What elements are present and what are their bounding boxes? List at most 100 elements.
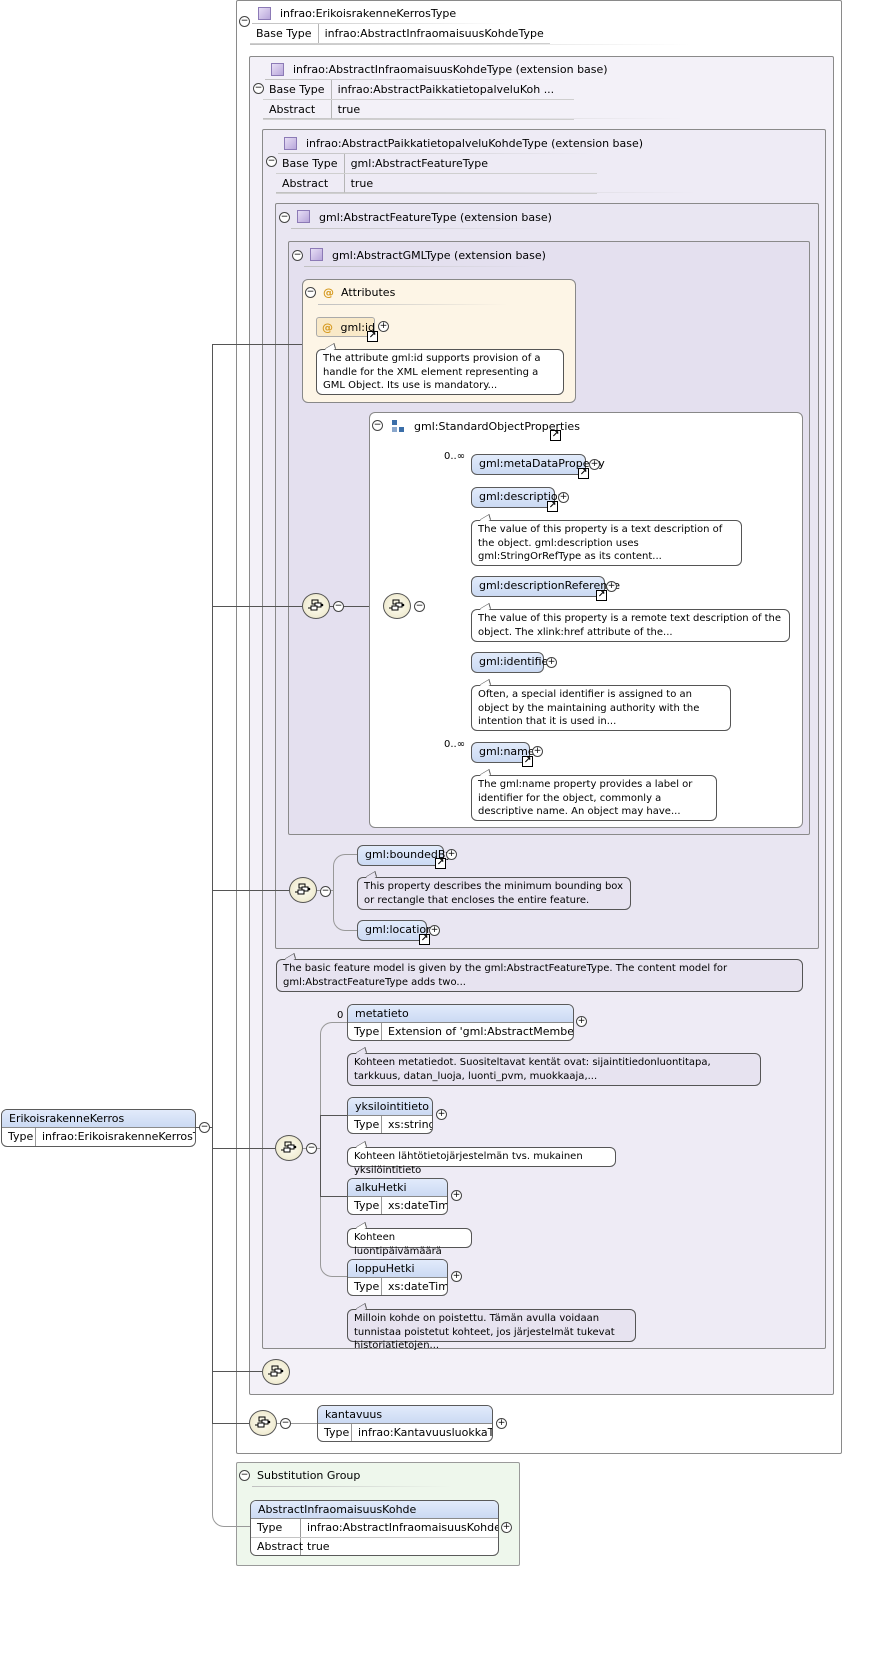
sequence-compositor-icon[interactable] [262, 1359, 290, 1385]
expand-button[interactable]: + [558, 492, 569, 503]
connector-attr [212, 344, 303, 345]
type1-abstract-value: true [331, 99, 574, 120]
goto-link-icon[interactable]: ↗ [596, 590, 607, 601]
expand-button[interactable]: + [429, 925, 440, 936]
connector-seq3-bold [320, 1115, 321, 1196]
attributes-title: Attributes [341, 286, 396, 299]
type3-collapse-button[interactable]: − [279, 212, 290, 223]
element-gml-descriptionreference[interactable]: gml:descriptionReference [471, 576, 620, 597]
element-doc: This property describes the minimum boun… [357, 877, 631, 910]
element-type-key: Type [318, 1424, 352, 1441]
element-type-value: infrao:AbstractInfraomaisuusKohdeType [307, 1521, 498, 1534]
type4-collapse-button[interactable]: − [292, 250, 303, 261]
connector-seq3-branch [320, 1022, 348, 1277]
connector-seq2 [212, 890, 289, 891]
expand-button[interactable]: + [576, 1016, 587, 1027]
type0-base-key: Base Type [250, 24, 319, 44]
connector-seq4 [212, 1371, 262, 1372]
attribute-gml-id[interactable]: @ gml:id [316, 317, 375, 337]
expand-button[interactable]: + [451, 1190, 462, 1201]
goto-link-icon[interactable]: ↗ [419, 934, 430, 945]
type0-table-underline [250, 44, 690, 45]
type4-title: gml:AbstractGMLType (extension base) [332, 249, 546, 262]
sop-collapse-button[interactable]: − [372, 420, 383, 431]
complex-type-icon [284, 137, 297, 150]
element-abstract-value: true [307, 1540, 330, 1553]
element-gml-location[interactable]: gml:location [357, 920, 433, 941]
cardinality-label: 0..∞ [444, 739, 466, 750]
sequence-collapse-button[interactable]: − [333, 601, 344, 612]
element-doc: Milloin kohde on poistettu. Tämän avulla… [347, 1309, 636, 1351]
substitution-title-underline [252, 1486, 452, 1487]
sequence-collapse-button[interactable]: − [320, 886, 331, 897]
expand-button[interactable]: + [446, 849, 457, 860]
expand-button[interactable]: + [436, 1109, 447, 1120]
element-type-value: xs:dateTime [388, 1199, 448, 1212]
element-doc: Kohteen metatiedot. Suositeltavat kentät… [347, 1053, 761, 1086]
type2-base-value: gml:AbstractFeatureType [344, 154, 597, 174]
complex-type-icon [258, 7, 271, 20]
expand-button[interactable]: + [606, 581, 617, 592]
goto-link-icon[interactable]: ↗ [367, 331, 378, 342]
element-gml-boundedby[interactable]: gml:boundedBy [357, 845, 452, 866]
type0-base-value: infrao:AbstractInfraomaisuusKohdeType [318, 24, 550, 44]
connector-seq5 [212, 1423, 249, 1424]
type0-collapse-button[interactable]: − [239, 16, 250, 27]
expand-button[interactable]: + [451, 1271, 462, 1282]
element-name: gml:identifier [479, 655, 553, 668]
sequence-compositor-icon[interactable] [289, 877, 317, 903]
goto-link-icon[interactable]: ↗ [522, 756, 533, 767]
sequence-compositor-icon[interactable] [302, 593, 330, 619]
element-name: gml:metaDataProperty [479, 457, 605, 470]
element-type-value: infrao:KantavuusluokkaType [358, 1426, 493, 1439]
goto-link-icon[interactable]: ↗ [547, 501, 558, 512]
connector-seq5-kant [276, 1423, 317, 1424]
element-doc: Often, a special identifier is assigned … [471, 685, 731, 731]
goto-link-icon[interactable]: ↗ [435, 858, 446, 869]
type2-title: infrao:AbstractPaikkatietopalveluKohdeTy… [306, 137, 644, 150]
root-collapse-button[interactable]: − [199, 1122, 210, 1133]
expand-button[interactable]: + [589, 459, 600, 470]
sequence-compositor-icon[interactable] [249, 1410, 277, 1436]
expand-button[interactable]: + [378, 321, 389, 332]
element-type-key: Type [348, 1278, 382, 1295]
substitution-collapse-button[interactable]: − [239, 1470, 250, 1481]
element-gml-metadataproperty[interactable]: gml:metaDataProperty [471, 454, 605, 475]
type2-abstract-value: true [344, 173, 597, 194]
element-gml-name[interactable]: gml:name [471, 742, 535, 763]
sequence-compositor-icon[interactable] [383, 593, 411, 619]
expand-button[interactable]: + [546, 657, 557, 668]
element-gml-description[interactable]: gml:description [471, 487, 565, 508]
element-type-value: xs:string [388, 1118, 433, 1131]
sequence-collapse-button[interactable]: − [414, 601, 425, 612]
sequence-collapse-button[interactable]: − [306, 1143, 317, 1154]
sop-title: gml:StandardObjectProperties [414, 420, 580, 433]
expand-button[interactable]: + [496, 1418, 507, 1429]
element-type-key: Type [348, 1023, 382, 1040]
root-element[interactable]: ErikoisrakenneKerros Type infrao:Erikois… [1, 1109, 196, 1147]
element-doc: The value of this property is a text des… [471, 520, 742, 566]
type2-table-underline [276, 192, 696, 193]
element-name: gml:descriptionReference [479, 579, 621, 592]
element-doc: Kohteen luontipäivämäärä [347, 1228, 472, 1257]
sequence-compositor-icon[interactable] [275, 1135, 303, 1161]
element-doc: The value of this property is a remote t… [471, 609, 790, 642]
element-gml-identifier[interactable]: gml:identifier [471, 652, 553, 673]
expand-button[interactable]: + [501, 1522, 512, 1533]
sequence-collapse-button[interactable]: − [280, 1418, 291, 1429]
complex-type-icon [310, 248, 323, 261]
expand-button[interactable]: + [532, 746, 543, 757]
type1-title: infrao:AbstractInfraomaisuusKohdeType (e… [293, 63, 608, 76]
goto-link-icon[interactable]: ↗ [578, 468, 589, 479]
attributes-collapse-button[interactable]: − [305, 287, 316, 298]
cardinality-label: 0 [337, 1010, 344, 1021]
attribute-icon: @ [322, 321, 333, 334]
goto-link-icon[interactable]: ↗ [550, 430, 561, 441]
type3-title-underline [291, 228, 541, 229]
